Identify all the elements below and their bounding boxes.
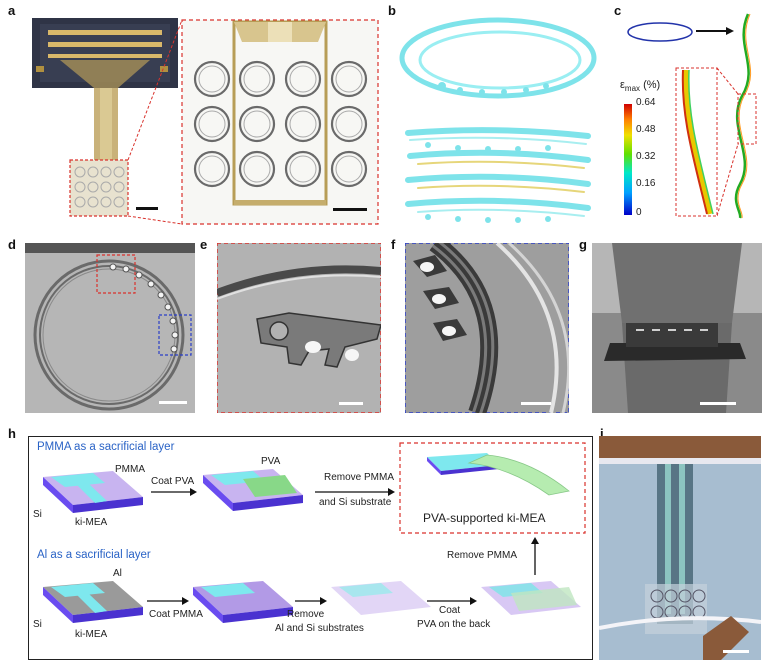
label-si-bottom: Si	[33, 619, 42, 630]
panel-h-process-diagram: PMMA as a sacrificial layer Al as a sacr…	[28, 436, 593, 660]
label-kimea-top: ki-MEA	[75, 517, 108, 528]
pmma-device-step1	[43, 471, 143, 513]
al-device-step3	[331, 581, 431, 615]
colorbar-tick-1: 0.48	[636, 124, 656, 135]
panel-label-h: h	[8, 426, 16, 441]
panel-label-a: a	[8, 3, 16, 18]
al-device-step4	[481, 581, 581, 615]
colorbar-title: εmax (%)	[620, 79, 661, 94]
arrow-label-coat-pmma: Coat PMMA	[149, 609, 203, 620]
panel-label-b: b	[388, 3, 396, 18]
panel-c-strain-figure	[624, 13, 757, 219]
electrode-area-highlight	[69, 159, 129, 217]
panel-label-d: d	[8, 237, 16, 252]
label-pmma: PMMA	[115, 464, 145, 475]
panel-label-c: c	[614, 3, 622, 18]
colorbar-tick-2: 0.32	[636, 151, 656, 162]
colorbar-tick-0: 0.64	[636, 97, 656, 108]
al-device-step2	[193, 581, 293, 623]
colorbar-gradient	[624, 104, 632, 215]
panel-label-f: f	[391, 237, 396, 252]
panel-label-g: g	[579, 237, 587, 252]
arrow-label-coat-pva-back-1: Coat	[439, 605, 461, 616]
arrow-label-coat-pva-back-2: PVA on the back	[417, 619, 491, 630]
arrow-label-remove-al-si-1: Remove	[287, 609, 325, 620]
panel-f-micrograph	[405, 243, 569, 413]
label-kimea-bottom: ki-MEA	[75, 629, 108, 640]
arrow-label-remove-pmma-si-2: and Si substrate	[319, 497, 392, 508]
panel-b-render	[399, 17, 597, 223]
panel-a-device-image	[32, 18, 379, 225]
arrow-label-remove-pmma: Remove PMMA	[447, 550, 518, 561]
colorbar-tick-4: 0	[636, 207, 642, 218]
colorbar-tick-3: 0.16	[636, 178, 656, 189]
arrow-label-remove-pmma-si-1: Remove PMMA	[324, 472, 395, 483]
arrow-label-remove-al-si-2: Al and Si substrates	[275, 623, 364, 634]
pmma-device-step2	[203, 469, 303, 511]
scale-bar-a2	[333, 208, 367, 211]
panel-g-micrograph	[592, 243, 762, 413]
label-al: Al	[113, 568, 122, 579]
label-si-top: Si	[33, 509, 42, 520]
arrow-label-coat-pva: Coat PVA	[151, 476, 195, 487]
pmma-heading: PMMA as a sacrificial layer	[37, 441, 175, 453]
label-pva: PVA	[261, 456, 281, 467]
panel-a-zoom-inset	[181, 19, 379, 225]
al-heading: Al as a sacrificial layer	[37, 549, 151, 561]
scale-bar-a1	[136, 207, 158, 210]
result-label: PVA-supported ki-MEA	[423, 511, 546, 525]
panel-i-photo	[599, 436, 761, 660]
panel-d-micrograph	[25, 243, 195, 413]
panel-label-e: e	[200, 237, 208, 252]
panel-label-i: i	[600, 426, 604, 441]
al-device-step1	[43, 581, 143, 623]
panel-e-micrograph	[217, 243, 381, 413]
